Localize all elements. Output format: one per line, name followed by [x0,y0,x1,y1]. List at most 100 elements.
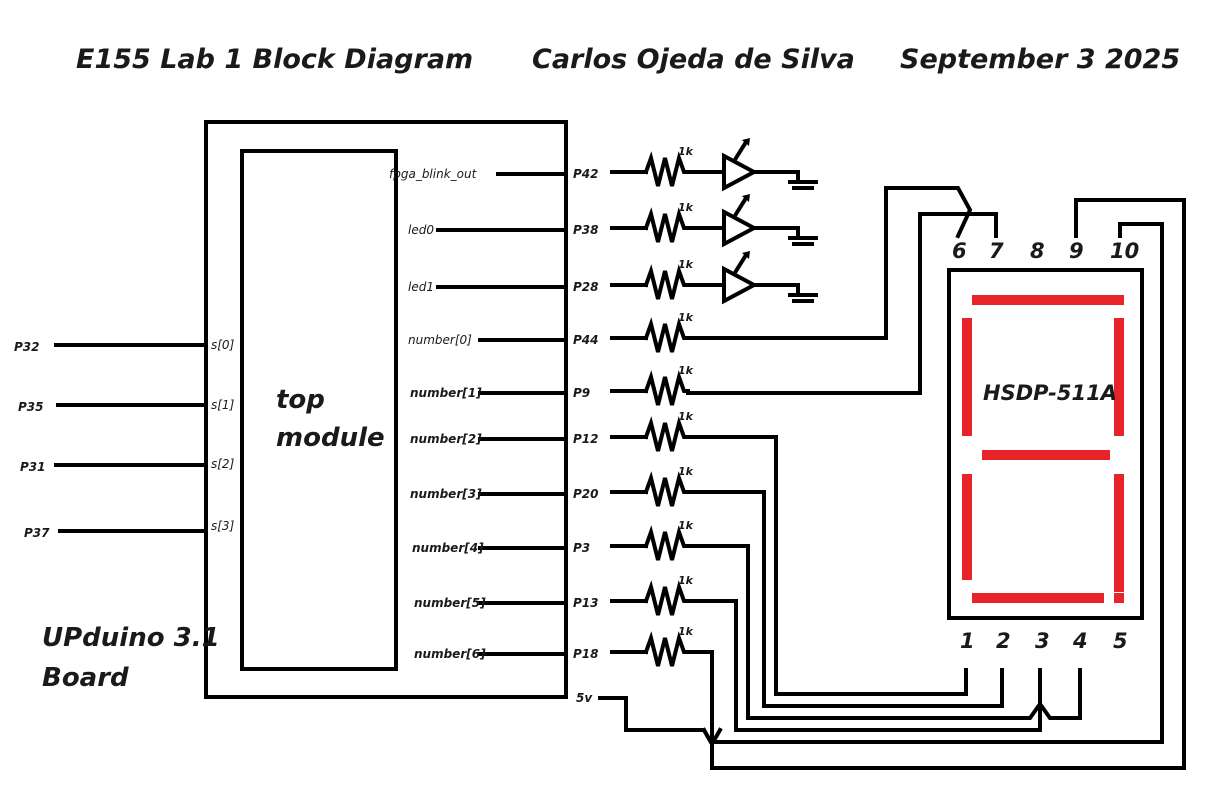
display-top-pin-label: 9 [1069,239,1084,263]
input-signal-label: s[1] [211,398,235,412]
resistor-value-label: 1k [678,311,694,324]
led-light-arrowhead-icon [742,138,750,146]
output-signal-label: led0 [408,223,434,237]
wire-number2 [686,435,968,696]
module-label-line2: module [276,423,385,453]
display-body [947,268,1144,620]
wire-5v [598,696,723,749]
resistor-symbol [643,416,690,452]
led-symbol [722,152,759,192]
resistor-value-label: 1k [678,410,694,423]
wire-number1 [686,212,998,395]
output-row: led1 P28 1k [408,258,694,300]
output-row: number[5] P13 1k [414,574,694,616]
output-row: led0 P38 1k [408,201,694,243]
display-top-pin-label: 8 [1030,239,1045,263]
output-pin-label: P12 [573,432,599,446]
display-bottom-pin-label: 4 [1072,629,1088,653]
display-bottom-pin-label: 3 [1035,629,1050,653]
output-pin-label: P28 [573,280,599,294]
display-top-pin-label: 6 [952,239,967,263]
top-module-box [240,149,398,671]
output-row: number[4] P3 1k [412,519,694,561]
wire-number3 [686,490,1004,708]
input-signal-label: s[0] [211,338,235,352]
output-pin-label: P13 [573,596,599,610]
output-signal-label: number[0] [408,333,472,347]
wire-number6 [686,222,1164,744]
output-pin-label: P38 [573,223,599,237]
resistor-value-label: 1k [678,145,694,158]
output-signal-label: number[2] [410,432,482,446]
upduino-board [204,120,568,699]
output-signal-label: number[5] [414,596,486,610]
led-to-ground [686,138,818,192]
display-top-pin-label: 7 [989,239,1004,263]
power-label: 5v [576,691,593,705]
output-row: number[2] P12 1k [410,410,694,452]
resistor-symbol [643,580,690,616]
resistor-symbol [643,471,690,507]
input-signal-label: s[3] [211,519,235,533]
output-signal-label: number[4] [412,541,484,555]
display-wiring: 5v [576,186,1186,770]
resistor-symbol [643,264,690,300]
input-signal-label: s[2] [211,457,235,471]
resistor-symbol [643,207,690,243]
led-light-arrow-icon [733,195,749,217]
led-symbol [722,265,759,305]
board-label-line1: UPduino 3.1 [42,623,220,653]
output-pin-label: P18 [573,647,599,661]
segment-f [962,318,972,436]
led-group [686,138,818,305]
led-symbol [722,208,759,248]
resistor-symbol [643,317,690,353]
resistor-value-label: 1k [678,364,694,377]
resistor-value-label: 1k [678,465,694,478]
resistor-symbol [643,525,690,561]
output-signal-label: led1 [408,280,434,294]
display-top-pin-label: 10 [1110,239,1139,263]
output-signal-label: number[6] [414,647,486,661]
led-light-arrowhead-icon [742,194,750,202]
output-row: number[0] P44 1k [408,311,694,353]
input-pin-label: P32 [14,340,40,354]
output-pin-label: P3 [573,541,590,555]
diagram-title: E155 Lab 1 Block Diagram [76,44,473,75]
output-signal-label: number[1] [410,386,482,400]
input-signals: P32 P35 P31 P37 s[0] s[1] s[2] s[3] [14,338,235,540]
input-pin-label: P35 [18,400,44,414]
output-signal-label: number[3] [410,487,482,501]
resistor-symbol [643,370,690,406]
display-bottom-pin-label: 5 [1113,629,1128,653]
segment-a [972,295,1124,305]
resistor-symbol [643,151,690,187]
output-row: number[6] P18 1k [414,625,694,667]
resistor-value-label: 1k [678,519,694,532]
resistor-value-label: 1k [678,625,694,638]
resistor-value-label: 1k [678,574,694,587]
display-bottom-pin-label: 2 [996,629,1011,653]
led-light-arrowhead-icon [742,251,750,259]
segment-b [1114,318,1124,436]
resistor-value-label: 1k [678,258,694,271]
display-label: HSDP-511A [983,381,1117,405]
wire-number0 [686,186,973,340]
board-label-line2: Board [42,663,129,693]
segment-d [972,593,1104,603]
wire-number4 [686,544,1082,720]
resistor-value-label: 1k [678,201,694,214]
led-light-arrow-icon [733,252,749,274]
led-light-arrow-icon [733,139,749,161]
segment-e [962,474,972,580]
wire-5v-common [701,198,1186,770]
module-label-line1: top [276,385,325,415]
output-pin-label: P44 [573,333,599,347]
input-pin-label: P31 [20,460,46,474]
